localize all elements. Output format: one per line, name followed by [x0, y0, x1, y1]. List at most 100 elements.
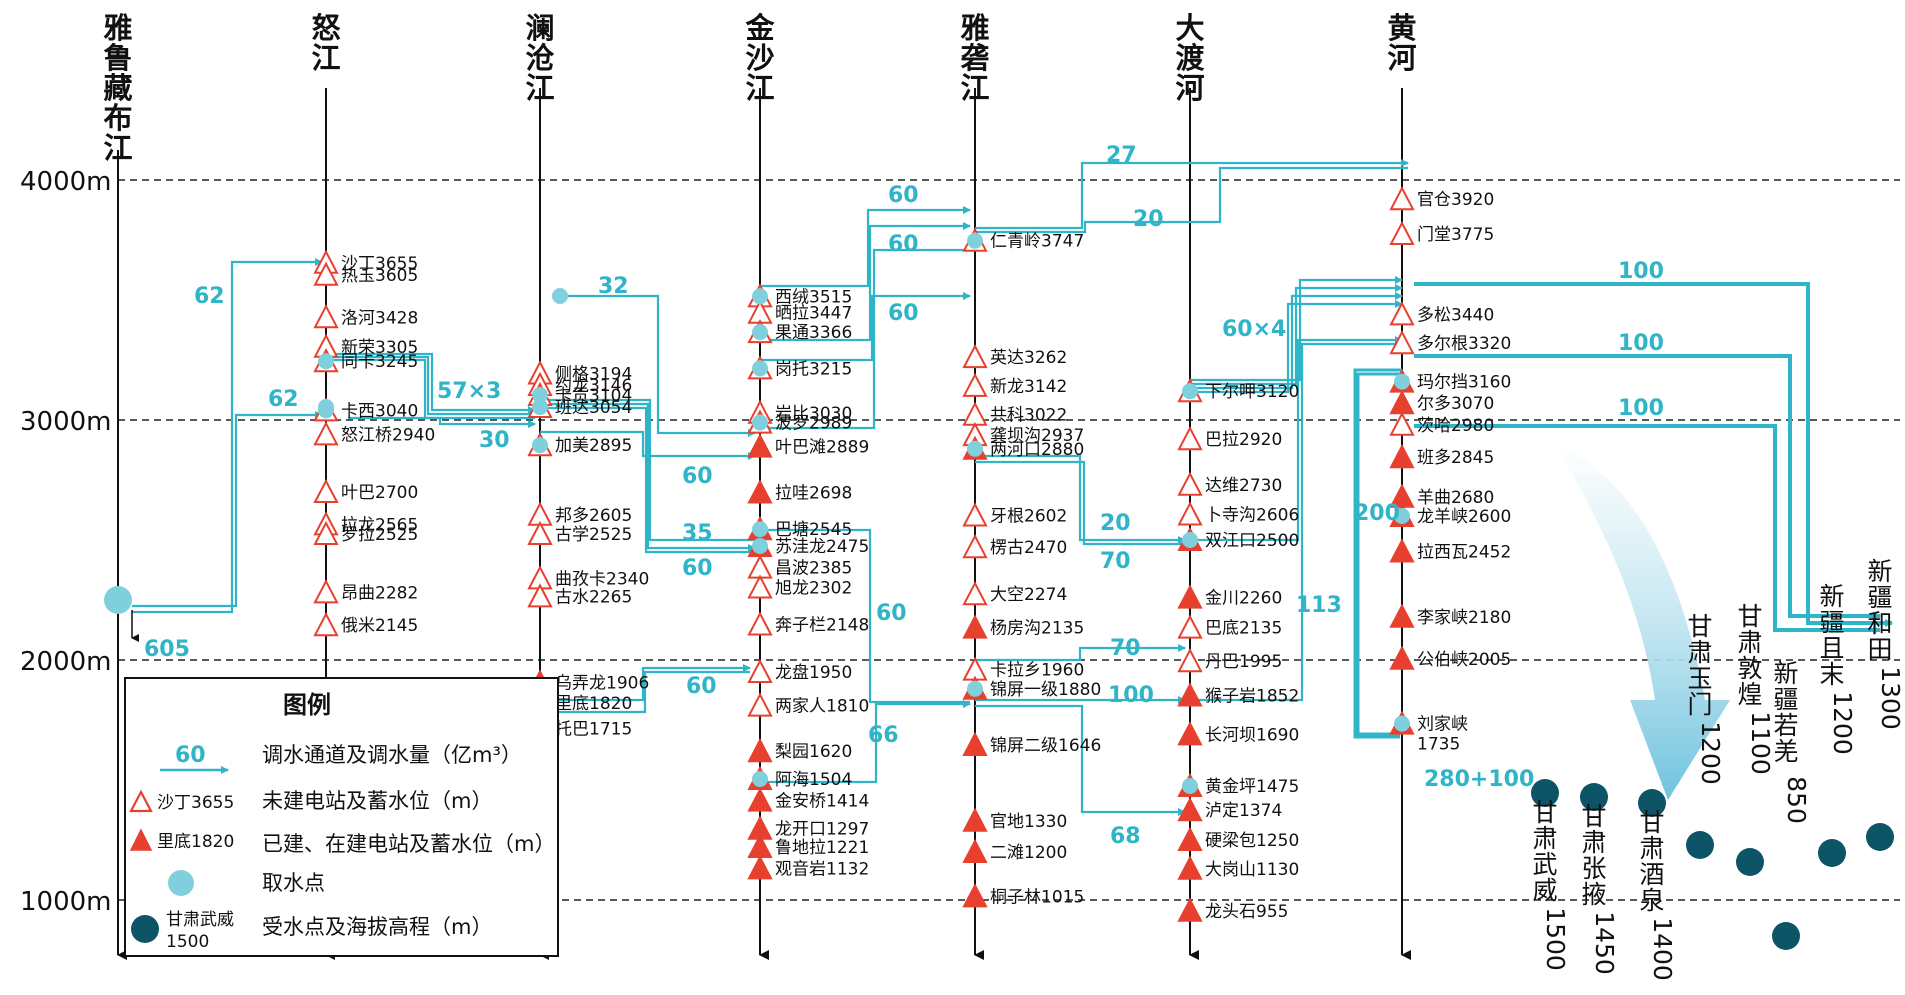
planned-station-icon: [1389, 301, 1415, 326]
station-label: 拉西瓦2452: [1417, 543, 1511, 563]
receiving-point-elevation: 1300: [1876, 666, 1905, 730]
flow-channel: [540, 670, 750, 714]
flow-channel: [1190, 292, 1403, 390]
station-label: 龙羊峡2600: [1417, 507, 1511, 527]
station-label: 巴拉2920: [1205, 430, 1282, 450]
flow-label: 60: [686, 674, 717, 699]
intake-point-icon: [752, 771, 768, 788]
station-label: 锦屏二级1646: [990, 736, 1101, 756]
flow-channel: [760, 206, 971, 288]
flow-channel: [975, 166, 1408, 234]
flow-label: 35: [682, 521, 713, 546]
receiving-point-label: 甘肃玉门: [1687, 612, 1712, 719]
flow-channel: [1190, 300, 1403, 394]
flow-channel: [975, 460, 1185, 546]
station-label: 猴子岩1852: [1205, 687, 1299, 707]
built-station-icon: [747, 738, 773, 763]
intake-point-icon: [1182, 383, 1198, 400]
receiving-point-elevation: 1450: [1590, 911, 1619, 975]
flow-channel: [1190, 284, 1403, 386]
built-station-icon: [1389, 603, 1415, 628]
built-station-icon: [962, 883, 988, 908]
legend-receiver-sample-name: 甘肃武威: [166, 910, 234, 930]
receiving-point-icon: [1818, 839, 1846, 867]
legend-built-desc: 已建、在建电站及蓄水位（m）: [262, 832, 555, 856]
receiving-point-elevation: 850: [1782, 776, 1811, 824]
station-label: 拉哇2698: [775, 483, 852, 503]
flow-channel: [975, 704, 1186, 816]
planned-station-icon: [1177, 614, 1203, 639]
station-label: 共科3022: [990, 406, 1067, 426]
built-station-icon: [1177, 797, 1203, 822]
intake-point-icon: [104, 586, 132, 614]
legend-receiver-desc: 受水点及海拔高程（m）: [262, 915, 492, 939]
station-label: 金川2260: [1205, 589, 1282, 609]
flow-label: 100: [1108, 683, 1154, 708]
flow-label: 60: [682, 556, 713, 581]
receiving-point-icon: [1686, 831, 1714, 859]
flow-label: 60: [888, 301, 919, 326]
built-station-icon: [747, 855, 773, 880]
flow-label: 57×3: [437, 379, 501, 404]
intake-point-icon: [1182, 778, 1198, 794]
built-station-icon: [747, 433, 773, 458]
station-label: 叶巴2700: [341, 483, 418, 503]
flow-label: 200: [1354, 501, 1400, 526]
station-label: 罗拉2525: [341, 525, 418, 545]
station-label: 俄米2145: [341, 616, 418, 636]
planned-station-icon: [1177, 471, 1203, 496]
flow-label: 100: [1618, 259, 1664, 284]
legend-flow-desc: 调水通道及调水量（亿m³）: [262, 743, 522, 767]
planned-station-icon: [527, 583, 553, 608]
intake-point-icon: [752, 288, 768, 305]
flow-channel: [326, 355, 535, 416]
flow-channel: [975, 454, 1186, 544]
planned-station-icon: [313, 612, 339, 637]
intake-points: [104, 232, 1410, 794]
planned-station-icon: [962, 372, 988, 397]
station-label: 门堂3775: [1417, 225, 1494, 245]
flow-label: 20: [1133, 207, 1164, 232]
flow-channel: [556, 294, 756, 437]
legend-receiver-icon: [131, 915, 159, 943]
receiving-point-icon: [1531, 779, 1559, 807]
station-label: 达维2730: [1205, 476, 1282, 496]
station-label-elevation: 1735: [1417, 735, 1460, 755]
flow-label: 100: [1618, 396, 1664, 421]
intake-point-icon: [967, 232, 983, 249]
planned-station-icon: [313, 261, 339, 286]
built-station-icon: [1177, 897, 1203, 922]
flow-channel: [1185, 342, 1402, 702]
station-label: 古水2265: [555, 587, 632, 607]
built-station-icon: [962, 614, 988, 639]
station-label: 龚坝沟2937: [990, 426, 1084, 446]
flow-channel: [760, 292, 971, 362]
station-label: 班多2845: [1417, 448, 1494, 468]
intake-point-icon: [552, 288, 568, 304]
station-label: 同卡3245: [341, 352, 418, 372]
planned-station-icon: [1177, 426, 1203, 451]
flow-channel: [975, 159, 1409, 230]
station-label: 硬梁包1250: [1205, 831, 1299, 851]
station-label: 鲁地拉1221: [775, 838, 869, 858]
built-station-icon: [1177, 682, 1203, 707]
river-name: 黄河: [1387, 11, 1416, 75]
flow-label: 60: [876, 601, 907, 626]
station-label: 楞古2470: [990, 538, 1067, 558]
built-station-icon: [1177, 721, 1203, 746]
planned-station-icon: [1389, 186, 1415, 211]
planned-station-icon: [962, 401, 988, 426]
station-label: 两河口2880: [990, 440, 1084, 460]
receiving-point-label: 新疆和田: [1867, 557, 1892, 664]
flow-label: 280+100: [1424, 767, 1534, 792]
flow-channel: [326, 358, 535, 420]
built-station-icon: [1177, 826, 1203, 851]
station-label: 新龙3142: [990, 377, 1067, 397]
river-name: 雅鲁藏布江: [103, 11, 132, 165]
planned-station-icon: [313, 304, 339, 329]
big-transfer-arrow: [1555, 445, 1730, 800]
flow-label: 32: [598, 274, 629, 299]
receiving-point-icon: [1772, 922, 1800, 950]
station-label: 加美2895: [555, 436, 632, 456]
